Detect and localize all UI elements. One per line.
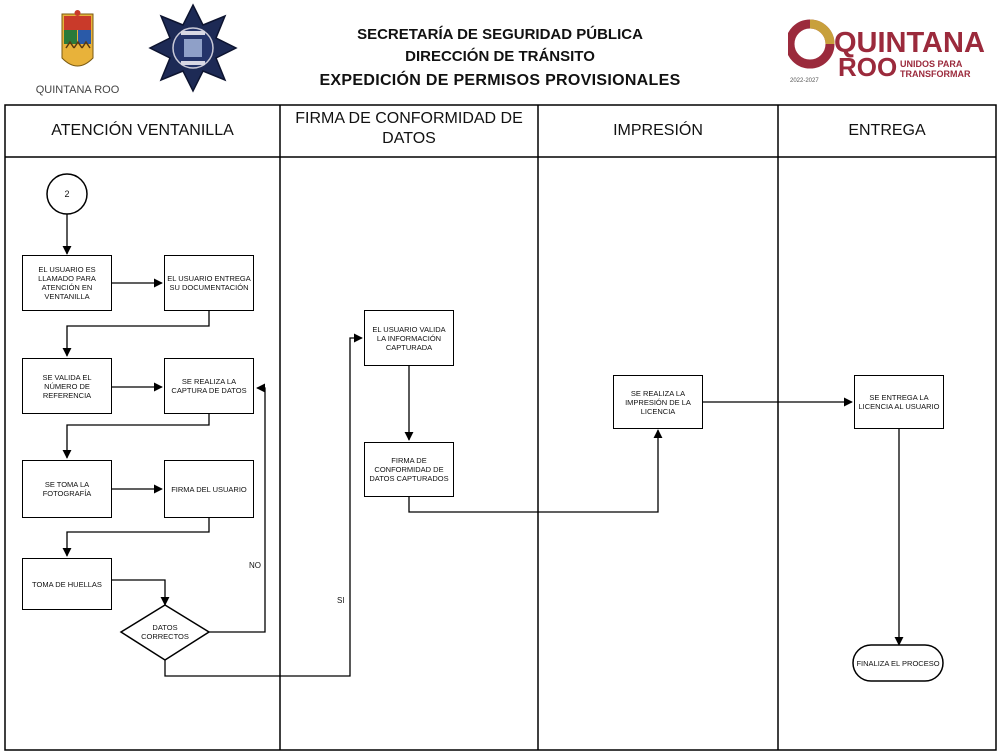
- brand-logo-quintana: QUINTANA: [834, 27, 985, 59]
- process-llamado: EL USUARIO ES LLAMADO PARA ATENCIÓN EN V…: [22, 255, 112, 311]
- lane-label: IMPRESIÓN: [613, 122, 703, 139]
- arrow-firma-to-huellas: [62, 518, 210, 557]
- flow-arrows: [62, 214, 904, 677]
- arrow-decision-no: [209, 383, 266, 633]
- process-firma-conformidad: FIRMA DE CONFORMIDAD DE DATOS CAPTURADOS: [364, 442, 454, 497]
- lane-header-entrega: ENTREGA: [778, 105, 996, 157]
- end-terminal-label: FINALIZA EL PROCESO: [856, 658, 940, 668]
- header-title-secretaria: SECRETARÍA DE SEGURIDAD PÚBLICA: [357, 26, 643, 43]
- swimlane-frame: [4, 104, 997, 751]
- process-valida-informacion: EL USUARIO VALIDA LA INFORMACIÓN CAPTURA…: [364, 310, 454, 366]
- arrow-captura-to-foto: [62, 414, 210, 459]
- decision-label: DATOS CORRECTOS: [141, 623, 189, 641]
- connector-label: 2: [64, 188, 70, 199]
- arrow-entrega-to-valida: [62, 311, 210, 357]
- arrow-huellas-to-decision: [112, 579, 170, 606]
- header-title-direccion: DIRECCIÓN DE TRÁNSITO: [405, 48, 595, 65]
- left-logo-text: QUINTANA ROO: [35, 84, 120, 96]
- police-badge-logo: [148, 3, 238, 93]
- lane-label: ENTREGA: [848, 122, 926, 139]
- brand-logo-years: 2022-2027: [790, 78, 819, 84]
- end-terminal: [852, 644, 944, 682]
- edge-label-si: SI: [337, 596, 345, 605]
- process-firma-usuario: FIRMA DEL USUARIO: [164, 460, 254, 518]
- process-fotografia: SE TOMA LA FOTOGRAFÍA: [22, 460, 112, 518]
- quintana-roo-brand-logo: QUINTANA ROO UNIDOS PARA TRANSFORMAR 202…: [785, 16, 988, 86]
- lane-header-impresion: IMPRESIÓN: [538, 105, 778, 157]
- process-entrega-licencia: SE ENTREGA LA LICENCIA AL USUARIO: [854, 375, 944, 429]
- brand-logo-transformar: TRANSFORMAR: [900, 69, 971, 79]
- process-entrega-documentacion: EL USUARIO ENTREGA SU DOCUMENTACIÓN: [164, 255, 254, 311]
- header-title-expedicion: EXPEDICIÓN DE PERMISOS PROVISIONALES: [319, 72, 681, 89]
- brand-logo-unidos: UNIDOS PARA: [900, 59, 963, 69]
- brand-logo-roo: ROO: [838, 52, 897, 82]
- process-impresion-licencia: SE REALIZA LA IMPRESIÓN DE LA LICENCIA: [613, 375, 703, 429]
- decision-diamond: [119, 604, 211, 661]
- quintana-roo-coat-of-arms-logo: QUINTANA ROO: [20, 8, 135, 98]
- header: QUINTANA ROO SECRETARÍA DE SEGURIDAD PÚB…: [0, 0, 1001, 105]
- lane-label: FIRMA DE CONFORMIDAD DE DATOS: [295, 110, 523, 147]
- lane-header-firma-conformidad: FIRMA DE CONFORMIDAD DE DATOS: [280, 103, 538, 155]
- process-captura-datos: SE REALIZA LA CAPTURA DE DATOS: [164, 358, 254, 414]
- arrow-conformidad-to-impresion: [408, 429, 663, 513]
- lane-header-atencion-ventanilla: ATENCIÓN VENTANILLA: [5, 105, 280, 157]
- arrow-decision-si: [164, 333, 363, 677]
- process-valida-referencia: SE VALIDA EL NÚMERO DE REFERENCIA: [22, 358, 112, 414]
- process-toma-huellas: TOMA DE HUELLAS: [22, 558, 112, 610]
- edge-label-no: NO: [249, 561, 261, 570]
- lane-label: ATENCIÓN VENTANILLA: [51, 122, 234, 139]
